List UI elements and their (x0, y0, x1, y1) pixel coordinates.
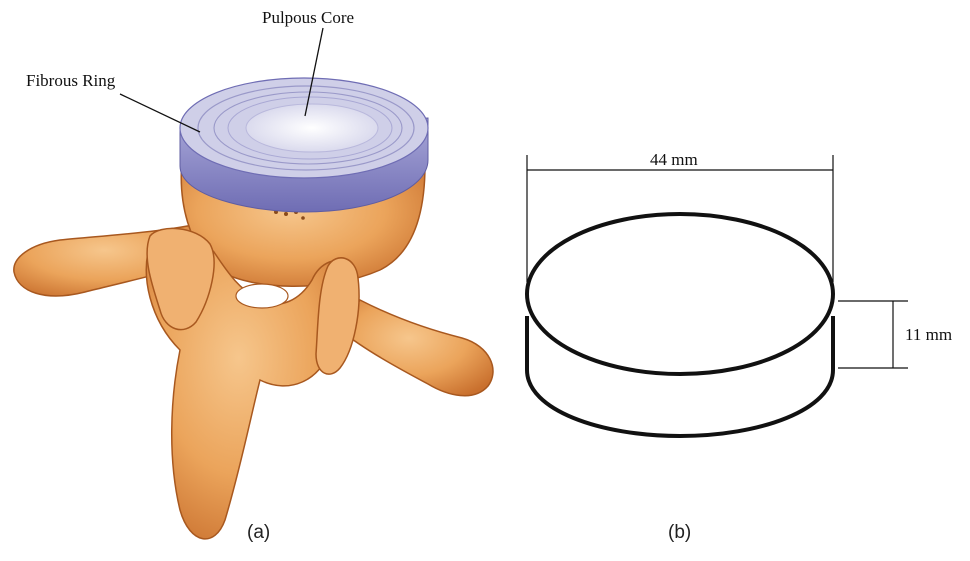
height-label: 11 mm (905, 325, 952, 344)
intervertebral-disc (180, 78, 428, 212)
caption-b: (b) (668, 522, 691, 543)
height-dimension (838, 301, 908, 368)
cylinder-top-face (527, 214, 833, 374)
right-transverse-process (340, 300, 493, 396)
diameter-label: 44 mm (650, 150, 698, 169)
vertebral-foramen (236, 284, 288, 308)
vertebra-illustration (14, 78, 493, 539)
label-fibrous-ring: Fibrous Ring (26, 71, 116, 90)
pulpous-core (246, 104, 378, 152)
caption-a: (a) (247, 522, 270, 543)
label-pulpous-core: Pulpous Core (262, 8, 354, 27)
cylinder-model (527, 214, 833, 436)
label-fibrous-ring-group: Fibrous Ring (26, 71, 200, 132)
